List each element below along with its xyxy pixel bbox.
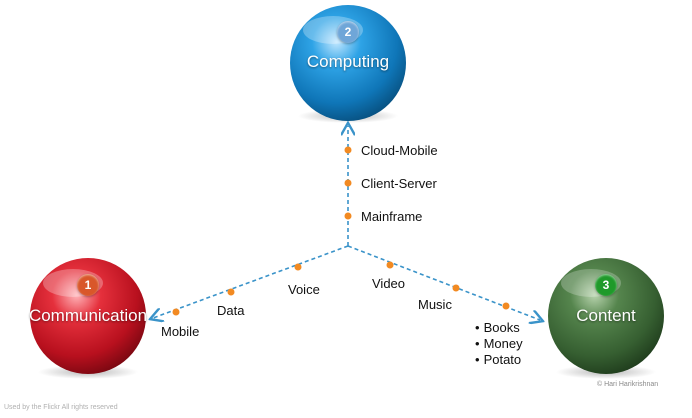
milestone-mainframe xyxy=(344,212,352,220)
milestone-data xyxy=(227,288,235,296)
computing-number-badge: 2 xyxy=(337,21,359,43)
milestone-mobile xyxy=(172,308,180,316)
branch-label-voice: Voice xyxy=(288,282,320,297)
branch-label-music: Music xyxy=(418,297,452,312)
milestone-music xyxy=(452,284,460,292)
computing-sphere xyxy=(290,5,406,121)
milestone-content-examples xyxy=(502,302,510,310)
milestone-cloud-mobile xyxy=(344,146,352,154)
branch-label-cloud-mobile: Cloud-Mobile xyxy=(361,143,438,158)
branch-label-client-server: Client-Server xyxy=(361,176,437,191)
milestone-video xyxy=(386,261,394,269)
branch-label-mainframe: Mainframe xyxy=(361,209,423,224)
milestone-voice xyxy=(294,263,302,271)
computing-label: Computing xyxy=(306,52,390,71)
content-label: Content xyxy=(576,306,636,325)
communication-number-badge: 1 xyxy=(77,274,99,296)
footer-text: Used by the Flickr All rights reserved xyxy=(4,404,118,411)
milestone-client-server xyxy=(344,179,352,187)
content-example-money: Money xyxy=(475,336,523,352)
branch-label-mobile: Mobile xyxy=(161,324,200,339)
content-example-potato: Potato xyxy=(475,352,523,368)
content-number-badge: 3 xyxy=(595,274,617,296)
branch-label-data: Data xyxy=(217,303,245,318)
branch-label-video: Video xyxy=(372,276,406,291)
copyright-credit: © Hari Harikrishnan xyxy=(597,381,659,388)
communication-sphere xyxy=(30,258,146,374)
content-example-books: Books xyxy=(475,320,523,336)
content-sphere xyxy=(548,258,664,374)
content-examples-list: Books Money Potato xyxy=(475,320,523,368)
communication-label: Communication xyxy=(28,306,148,325)
